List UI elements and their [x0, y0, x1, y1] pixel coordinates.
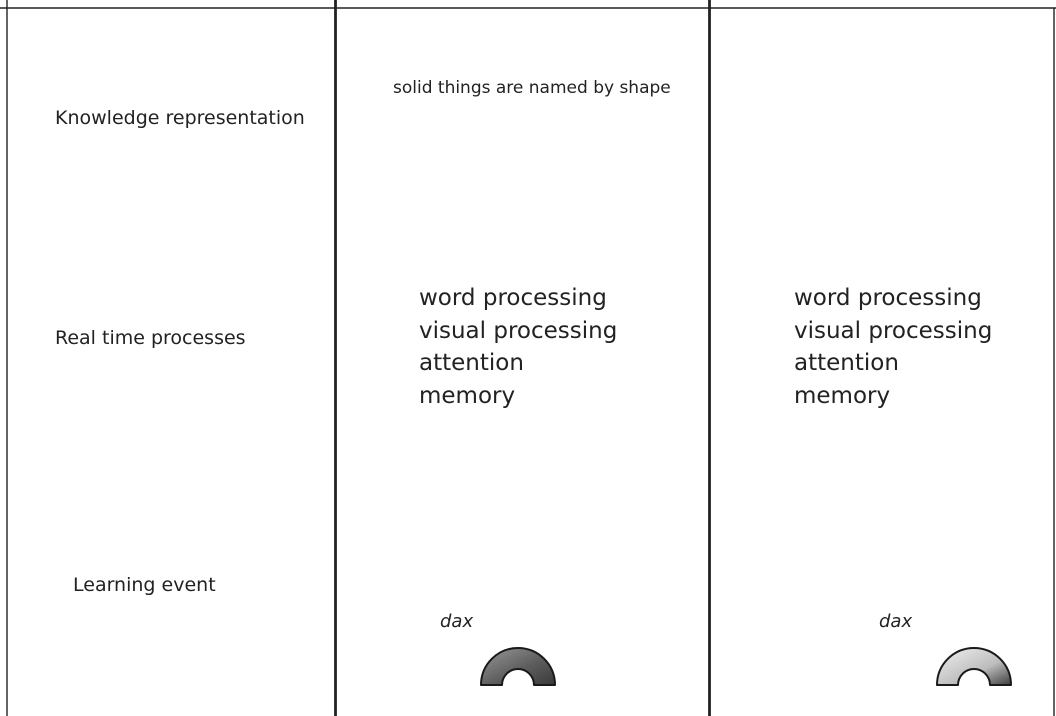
novel-word-right: dax	[879, 611, 913, 632]
process-item: memory	[419, 382, 516, 409]
row-label-learning: Learning event	[73, 574, 216, 596]
row-label-knowledge: Knowledge representation	[55, 107, 305, 129]
process-item: attention	[419, 350, 524, 376]
row-label-realtime: Real time processes	[55, 327, 246, 349]
process-item: visual processing	[794, 317, 993, 344]
process-item: word processing	[794, 285, 982, 311]
process-item: attention	[794, 350, 899, 376]
process-list-right: word processing visual processing attent…	[794, 282, 992, 412]
novel-word-middle: dax	[440, 611, 474, 632]
arch-object-solid	[480, 647, 556, 686]
process-item: word processing	[419, 285, 607, 311]
process-item: visual processing	[419, 317, 618, 344]
process-list-middle: word processing visual processing attent…	[419, 282, 617, 412]
process-item: memory	[794, 382, 891, 409]
arch-object-right	[936, 647, 1012, 686]
knowledge-text: solid things are named by shape	[393, 78, 671, 98]
